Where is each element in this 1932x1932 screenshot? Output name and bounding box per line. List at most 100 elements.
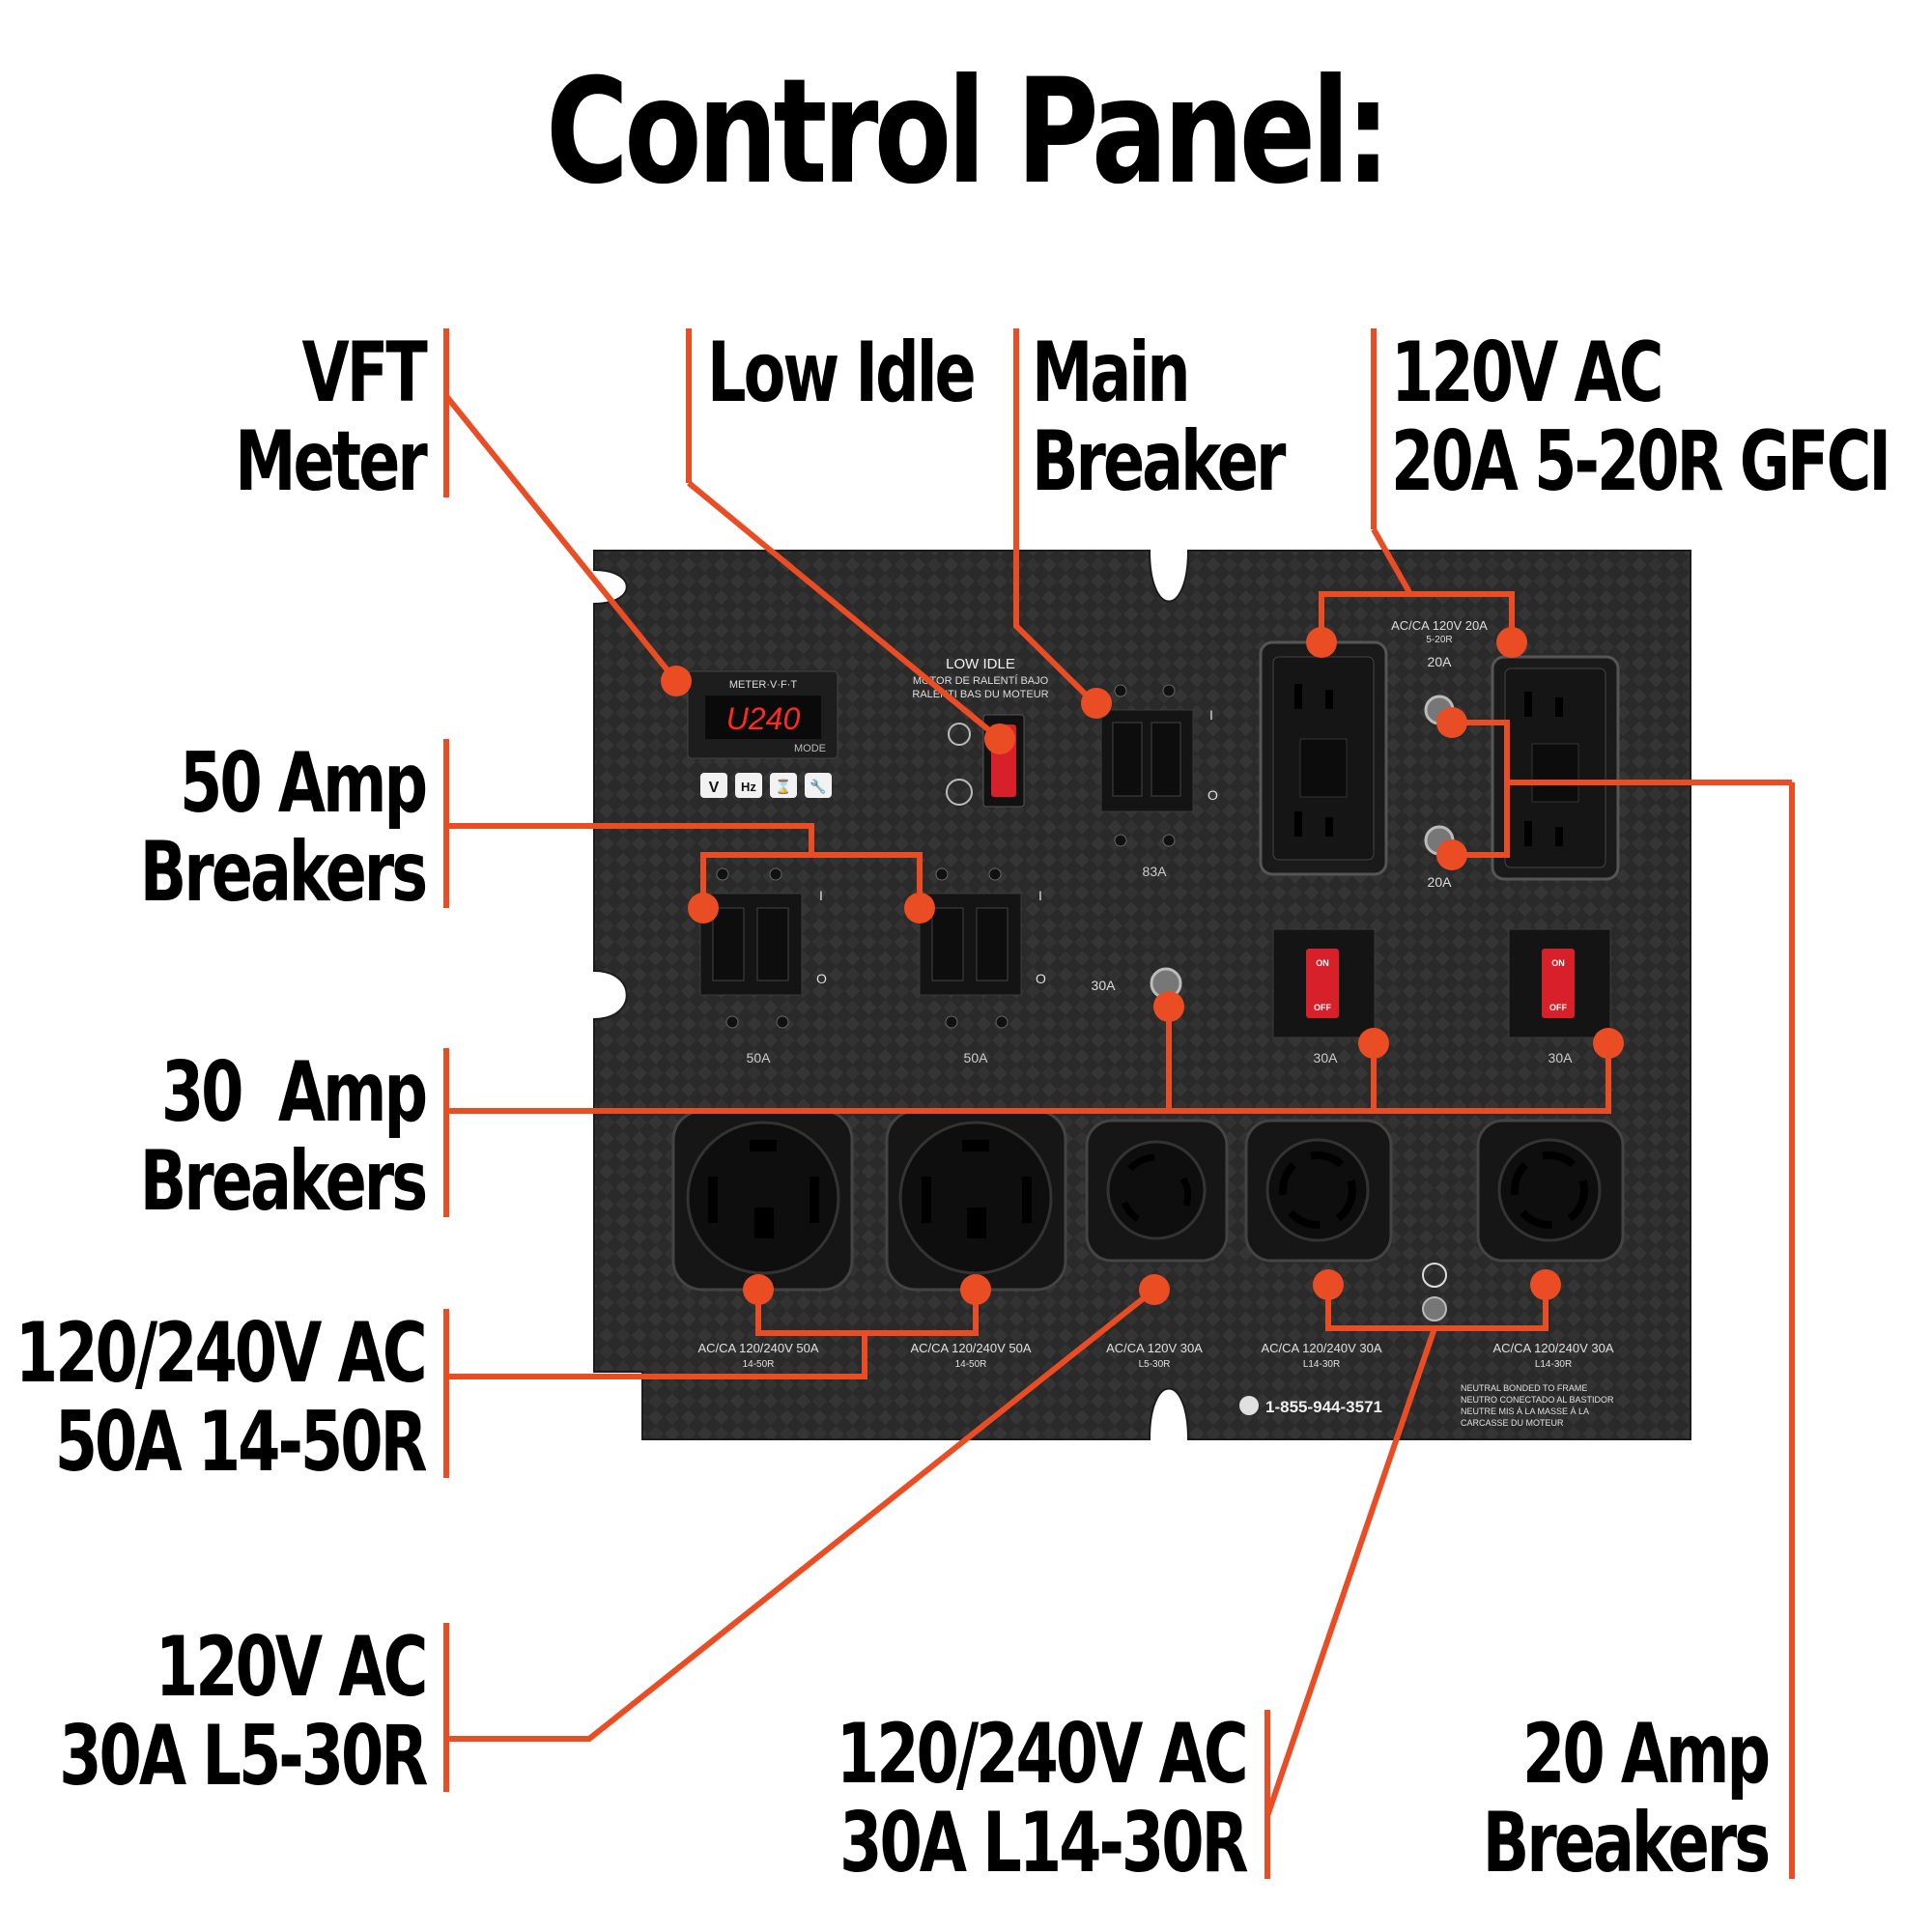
low-idle-label: RALENTI BAS DU MOTEUR	[912, 689, 1048, 700]
ground-terminal[interactable]	[1422, 1296, 1447, 1321]
meter-button-hz[interactable]	[735, 773, 762, 798]
callout-line: 120V AC	[155, 1619, 428, 1716]
callout-line: 120/240V AC	[15, 1305, 428, 1402]
gauge-icon	[946, 779, 973, 806]
callout-line: 30A L5-30R	[58, 1708, 428, 1804]
breaker-50a-toggle[interactable]	[976, 907, 1009, 981]
meter-button-label: Hz	[741, 780, 756, 794]
meter-button-wrench[interactable]	[805, 773, 832, 798]
breaker-20a-label: 20A	[1428, 874, 1453, 890]
callout-line: VFT	[301, 325, 428, 421]
callout-l14-30r-outlet: 120/240V AC 30A L14-30R	[693, 1706, 1249, 1891]
ground-icon	[1422, 1263, 1447, 1288]
callout-line: Meter	[235, 413, 428, 510]
off-mark: O	[816, 971, 827, 986]
gfci-label: AC/CA 120V 20A	[1391, 618, 1488, 633]
callout-14-50r-outlet: 120/240V AC 50A 14-50R	[0, 1305, 428, 1491]
neutral-notice: NEUTRAL BONDED TO FRAME	[1461, 1383, 1587, 1393]
breaker-50a-label: 50A	[747, 1050, 772, 1065]
neutral-notice: NEUTRE MIS À LA MASSE À LA	[1461, 1406, 1589, 1416]
rocker-30a-label: 30A	[1548, 1050, 1574, 1065]
rocker-30a-switch[interactable]	[1306, 949, 1339, 1018]
neutral-notice: NEUTRO CONECTADO AL BASTIDOR	[1461, 1395, 1614, 1405]
outlet-14-50r-left	[671, 1109, 854, 1292]
breaker-50a-left: I O 50A	[699, 867, 827, 1065]
breaker-50a-label: 50A	[964, 1050, 989, 1065]
callout-line: 30 Amp	[160, 1044, 428, 1141]
callout-line: 50A 14-50R	[55, 1394, 428, 1491]
breaker-50a-toggle[interactable]	[712, 907, 745, 981]
outlet-l14-30r-right	[1476, 1119, 1625, 1263]
rocker-30a-switch[interactable]	[1542, 949, 1575, 1018]
outlet-label: L5-30R	[1139, 1359, 1171, 1370]
callout-line: 120/240V AC	[837, 1706, 1249, 1803]
support-phone: 1-855-944-3571	[1265, 1398, 1382, 1416]
low-idle-label: LOW IDLE	[946, 656, 1015, 672]
wrench-icon: 🔧	[810, 778, 826, 795]
callout-line: 120V AC	[1391, 325, 1663, 421]
support-icon	[1239, 1396, 1259, 1415]
meter-label: METER·V·F·T	[729, 679, 798, 691]
callout-line: Breakers	[1482, 1795, 1771, 1891]
callout-20-amp-breakers: 20 Amp Breakers	[1382, 1706, 1771, 1891]
main-breaker: I O 83A	[1100, 684, 1218, 879]
on-mark: I	[819, 888, 823, 903]
breaker-20a-label: 20A	[1428, 654, 1453, 669]
meter-buttons: V Hz ⌛ 🔧	[700, 773, 832, 798]
callout-low-idle: Low Idle	[707, 328, 1067, 417]
rocker-on-label: ON	[1316, 958, 1329, 968]
outlet-label: AC/CA 120V 30A	[1106, 1341, 1203, 1355]
meter-button-label: V	[709, 780, 720, 796]
rocker-off-label: OFF	[1549, 1003, 1567, 1012]
outlet-label: AC/CA 120/240V 30A	[1261, 1341, 1381, 1355]
meter-mode-label: MODE	[794, 743, 826, 754]
gfci-label: 5-20R	[1426, 635, 1452, 645]
outlet-label: 14-50R	[955, 1359, 987, 1370]
callout-vft-meter: VFT Meter	[168, 325, 428, 510]
callout-line: 50 Amp	[179, 735, 428, 832]
control-panel-plate	[593, 550, 1691, 1440]
meter-display: U240	[726, 701, 801, 736]
outlet-l14-30r-left	[1244, 1119, 1393, 1263]
callout-line: Breakers	[139, 824, 428, 921]
low-idle-label: MOTOR DE RALENTÍ BAJO	[913, 674, 1049, 687]
outlet-14-50r-right	[885, 1109, 1067, 1292]
rocker-off-label: OFF	[1314, 1003, 1331, 1012]
outlet-label: AC/CA 120/240V 50A	[697, 1341, 818, 1355]
callout-line: Breaker	[1032, 413, 1286, 510]
meter-button-v[interactable]	[700, 773, 727, 798]
callout-line: Main	[1032, 325, 1191, 421]
outlet-label: 14-50R	[743, 1359, 775, 1370]
main-breaker-rating: 83A	[1143, 864, 1168, 879]
off-mark: O	[1208, 787, 1218, 803]
meter-button-hourglass[interactable]	[770, 773, 797, 798]
outlet-label: L14-30R	[1303, 1359, 1340, 1370]
main-breaker-toggle[interactable]	[1112, 722, 1143, 797]
main-breaker-toggle[interactable]	[1151, 722, 1181, 797]
callout-line: 20 Amp	[1521, 1706, 1771, 1803]
on-mark: I	[1209, 707, 1213, 723]
vft-meter: METER·V·F·T U240 MODE	[687, 670, 838, 759]
callout-line: Breakers	[139, 1133, 428, 1230]
callout-l5-30r-outlet: 120V AC 30A L5-30R	[0, 1619, 428, 1804]
breaker-50a-toggle[interactable]	[931, 907, 964, 981]
rocker-30a-right: ON OFF 30A	[1508, 928, 1611, 1065]
gfci-test-button[interactable]	[1531, 743, 1579, 803]
gfci-test-button[interactable]	[1299, 738, 1348, 798]
callout-gfci-outlet: 120V AC 20A 5-20R GFCI	[1391, 328, 1932, 506]
leader-dots	[661, 627, 1624, 1305]
breaker-50a-toggle[interactable]	[756, 907, 789, 981]
callout-30-amp-breakers: 30 Amp Breakers	[40, 1044, 428, 1230]
outlet-l5-30r	[1085, 1119, 1229, 1263]
rocker-30a-left: ON OFF 30A	[1272, 928, 1376, 1065]
callout-main-breaker: Main Breaker	[1032, 328, 1372, 506]
rocker-30a-label: 30A	[1314, 1050, 1339, 1065]
outlet-label: AC/CA 120/240V 30A	[1492, 1341, 1613, 1355]
gfci-outlet-right	[1491, 655, 1620, 881]
on-mark: I	[1038, 888, 1042, 903]
callout-line: 30A L14-30R	[839, 1795, 1248, 1891]
breaker-30a-label: 30A	[1092, 978, 1117, 993]
off-mark: O	[1036, 971, 1046, 986]
